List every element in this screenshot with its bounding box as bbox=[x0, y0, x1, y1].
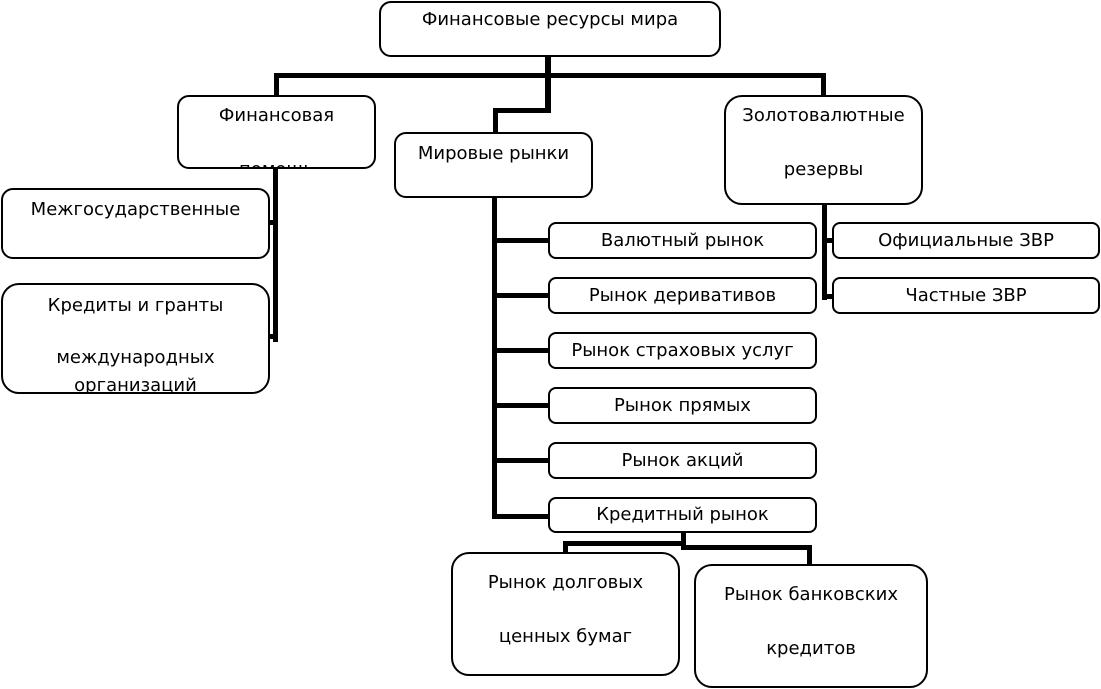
gold-reserves-line-1: Золотовалютные bbox=[742, 105, 905, 126]
gold-reserves-branch-1 bbox=[822, 238, 834, 243]
intl-org-credits-line-2: международных bbox=[56, 347, 215, 368]
world-markets-branch-2 bbox=[492, 293, 550, 298]
gold-reserves-node: Золотовалютные резервы bbox=[724, 95, 923, 205]
connector-root-down bbox=[545, 56, 551, 76]
private-reserves-node: Частные ЗВР bbox=[832, 277, 1100, 314]
credit-market-left-down bbox=[563, 541, 568, 554]
financial-aid-node: Финансовая помощь bbox=[177, 95, 376, 169]
connector-to-world-markets-h bbox=[493, 108, 551, 113]
financial-aid-label-line-1: Финансовая bbox=[218, 105, 335, 126]
market-node-stocks: Рынок акций bbox=[548, 442, 817, 479]
market-node-currency: Валютный рынок bbox=[548, 222, 817, 259]
intl-org-credits-node: Кредиты и гранты международных организац… bbox=[1, 283, 270, 394]
market-node-credit: Кредитный рынок bbox=[548, 497, 817, 533]
official-reserves-node: Официальные ЗВР bbox=[832, 222, 1100, 259]
world-markets-branch-4 bbox=[492, 403, 550, 408]
connector-to-world-markets-v bbox=[545, 73, 551, 113]
official-reserves-label: Официальные ЗВР bbox=[878, 230, 1054, 251]
interstate-label: Межгосударственные bbox=[30, 199, 241, 220]
market-label: Валютный рынок bbox=[600, 230, 765, 251]
world-markets-branch-6 bbox=[492, 514, 550, 519]
world-markets-branch-1 bbox=[492, 238, 550, 243]
gold-reserves-line-2: резервы bbox=[783, 159, 864, 180]
world-markets-branch-3 bbox=[492, 348, 550, 353]
bank-credits-node: Рынок банковских кредитов bbox=[694, 564, 928, 688]
financial-aid-spine bbox=[273, 166, 278, 342]
root-label: Финансовые ресурсы мира bbox=[421, 9, 679, 30]
credit-market-horizontal-left bbox=[563, 541, 686, 546]
credit-market-horizontal-right bbox=[681, 545, 812, 550]
intl-org-credits-line-1: Кредиты и гранты bbox=[47, 295, 224, 316]
market-label: Рынок прямых bbox=[614, 395, 751, 416]
world-markets-branch-5 bbox=[492, 458, 550, 463]
world-markets-node: Мировые рынки bbox=[394, 132, 593, 198]
market-node-insurance: Рынок страховых услуг bbox=[548, 332, 817, 369]
debt-securities-node: Рынок долговых ценных бумаг bbox=[451, 552, 680, 676]
private-reserves-label: Частные ЗВР bbox=[905, 285, 1027, 306]
market-label: Кредитный рынок bbox=[596, 504, 769, 525]
intl-org-credits-line-3: организаций bbox=[74, 375, 197, 394]
gold-reserves-branch-2 bbox=[822, 294, 834, 299]
world-markets-spine bbox=[492, 197, 497, 519]
financial-aid-label-line-2: помощь bbox=[179, 161, 374, 168]
debt-securities-line-2: ценных бумаг bbox=[498, 626, 633, 647]
market-label: Рынок акций bbox=[621, 450, 744, 471]
root-node: Финансовые ресурсы мира bbox=[379, 1, 721, 57]
credit-market-right-down bbox=[807, 545, 812, 565]
gold-reserves-spine bbox=[822, 203, 827, 300]
connector-to-gold-reserves bbox=[821, 73, 826, 97]
market-label: Рынок страховых услуг bbox=[571, 340, 794, 361]
debt-securities-line-1: Рынок долговых bbox=[487, 572, 644, 593]
financial-aid-branch-1 bbox=[266, 220, 278, 225]
interstate-node: Межгосударственные bbox=[1, 188, 270, 259]
credit-market-down bbox=[681, 530, 686, 546]
bank-credits-line-1: Рынок банковских bbox=[724, 584, 898, 605]
market-label: Рынок деривативов bbox=[588, 285, 777, 306]
bank-credits-line-2: кредитов bbox=[766, 638, 856, 659]
market-node-direct: Рынок прямых bbox=[548, 387, 817, 424]
market-node-derivatives: Рынок деривативов bbox=[548, 277, 817, 314]
world-markets-label: Мировые рынки bbox=[417, 143, 570, 164]
connector-to-financial-aid bbox=[274, 73, 279, 97]
financial-aid-branch-2 bbox=[266, 334, 278, 339]
connector-to-world-markets-v2 bbox=[493, 108, 498, 136]
